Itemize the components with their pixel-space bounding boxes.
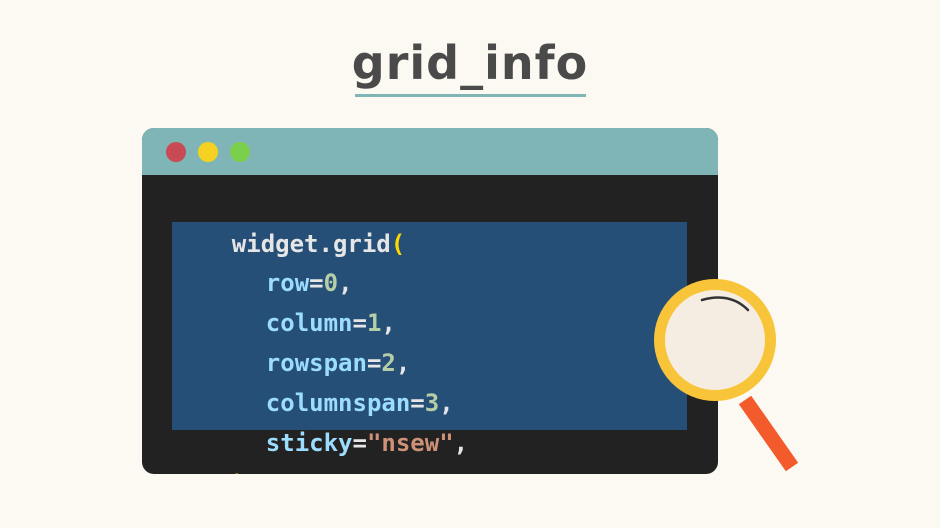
code-line-sticky: sticky="nsew",	[208, 389, 468, 457]
arg-comma: ,	[453, 429, 469, 457]
code-window: widget.grid( row=0, column=1, rowspan=2,…	[142, 128, 718, 474]
maximize-dot[interactable]	[230, 142, 250, 162]
title-underline	[355, 94, 586, 97]
arg-value: 3	[424, 389, 440, 417]
code-line-rowspan: rowspan=2,	[208, 309, 411, 377]
arg-name: row	[265, 269, 310, 297]
arg-value: "nsew"	[366, 429, 454, 457]
lens-glare	[700, 296, 750, 312]
selection-highlight	[172, 222, 687, 430]
arg-comma: ,	[338, 269, 353, 297]
close-dot[interactable]	[166, 142, 186, 162]
minimize-dot[interactable]	[198, 142, 218, 162]
arg-name: columnspan	[265, 389, 411, 417]
magnifying-glass-icon	[654, 279, 799, 472]
arg-eq: =	[366, 349, 382, 377]
arg-name: sticky	[265, 429, 353, 457]
magnifier-handle	[738, 395, 799, 472]
close-paren: )	[232, 470, 246, 474]
arg-name: column	[265, 309, 353, 337]
magnifier-lens	[665, 290, 765, 390]
arg-comma: ,	[395, 349, 411, 377]
page-title: grid_info	[351, 36, 589, 90]
arg-eq: =	[352, 309, 367, 337]
window-titlebar	[142, 128, 718, 175]
code-line-row: row=0,	[208, 229, 353, 297]
arg-eq: =	[352, 429, 367, 457]
arg-comma: ,	[381, 309, 396, 337]
code-line-columnspan: columnspan=3,	[208, 349, 454, 417]
arg-eq: =	[410, 389, 425, 417]
arg-value: 0	[323, 269, 339, 297]
arg-name: rowspan	[265, 349, 367, 377]
arg-eq: =	[309, 269, 324, 297]
code-line-column: column=1,	[208, 269, 396, 337]
code-line-call: widget.grid(	[174, 190, 405, 258]
arg-comma: ,	[439, 389, 454, 417]
arg-value: 2	[381, 349, 396, 377]
open-paren: (	[390, 230, 406, 258]
call-text: widget.grid	[231, 230, 391, 258]
code-line-close: )	[174, 430, 246, 474]
arg-value: 1	[366, 309, 382, 337]
